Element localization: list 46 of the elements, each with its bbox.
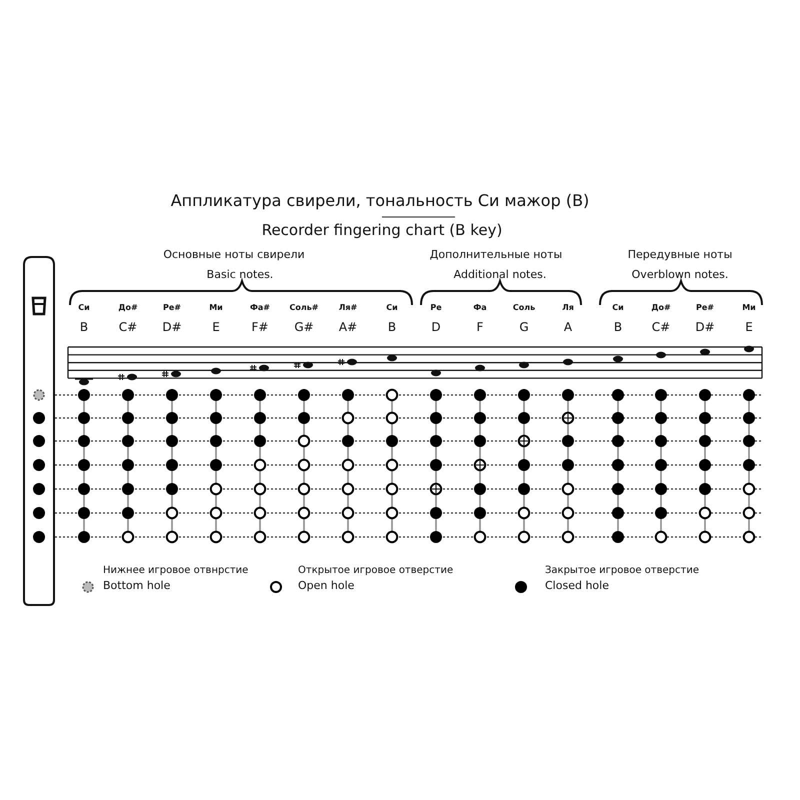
note-name-russian: Ля# [338,304,358,313]
note-name-russian: Фа# [250,304,270,313]
note-name-russian: Си [386,304,398,313]
note-name: E [212,321,220,334]
group-heading: Overblown notes. [632,269,728,282]
note-name: F# [252,321,268,334]
note-name: E [745,321,753,334]
group-heading: Дополнительные ноты [430,249,562,262]
group-heading: Передувные ноты [628,249,732,262]
legend-text: Открытое игровое отверстие [298,565,454,576]
group-heading: Основные ноты свирели [163,249,305,262]
note-name-russian: До# [118,304,138,313]
note-name-russian: Ми [209,304,223,313]
group-heading: Basic notes. [206,269,274,282]
note-name-russian: Ре# [163,304,181,313]
note-name: B [80,321,88,334]
note-name: C# [652,321,670,334]
note-name-russian: Соль# [290,304,318,313]
legend-text: Закрытое игровое отверстие [545,565,699,576]
note-name: B [388,321,396,334]
note-name-russian: Ре# [696,304,714,313]
note-name: C# [118,321,138,334]
note-name: A [564,321,572,334]
note-name: D# [162,321,182,334]
note-name: D# [695,321,715,334]
legend-text: Closed hole [545,580,609,592]
legend-text: Bottom hole [103,580,170,592]
note-name-russian: Си [612,304,624,313]
note-name-russian: Ре [430,304,442,313]
legend-text: Open hole [298,580,354,592]
note-name: A# [338,321,358,334]
note-name: G [519,321,529,334]
note-name-russian: Фа [473,304,487,313]
note-name: F [476,321,484,334]
note-name-russian: До# [651,304,671,313]
note-name-russian: Ля [562,304,574,313]
chart-subtitle: Recorder fingering chart (B key) [262,222,502,238]
note-name: B [614,321,622,334]
chart-title: Аппликатура свирели, тональность Си мажор (B) [170,192,590,210]
note-name-russian: Си [78,304,90,313]
note-name: G# [294,321,314,334]
legend-text: Нижнее игровое отвнрстие [103,565,248,576]
group-heading: Additional notes. [454,269,546,282]
note-name-russian: Соль [512,304,536,313]
note-name-russian: Ми [742,304,756,313]
note-name: D [431,321,441,334]
